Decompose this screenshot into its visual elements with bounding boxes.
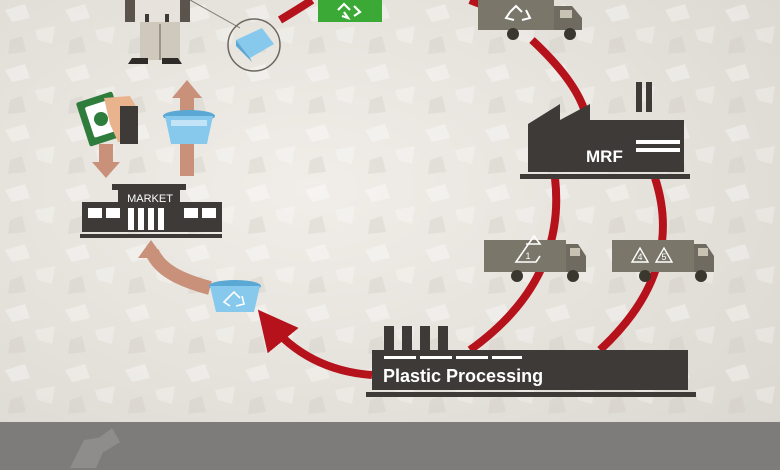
resin-code-4: 4	[637, 252, 642, 262]
cycle-arrow-to-mrf	[529, 37, 589, 114]
cycle-arrow-processing-to-product	[257, 309, 373, 379]
diagram-canvas: MARKET MRF 1 4 5	[0, 0, 780, 422]
mrf-label: MRF	[586, 147, 623, 166]
market-building-icon: MARKET	[80, 184, 222, 238]
resin-code-5: 5	[661, 252, 666, 262]
footer-logo-icon	[70, 428, 120, 468]
recycling-truck-icon-top	[478, 0, 582, 40]
recycled-product-tub-icon	[209, 280, 261, 312]
recycling-truck-icon-left: 1	[484, 234, 586, 282]
resin-code-1: 1	[525, 251, 530, 261]
blue-tub-icon	[163, 110, 215, 144]
footer-bar	[0, 422, 780, 470]
plastic-processing-plant-icon: Plastic Processing	[366, 326, 696, 397]
market-label: MARKET	[127, 193, 173, 205]
cash-hand-icon	[76, 91, 138, 147]
recyclable-container-icon	[227, 18, 281, 72]
mrf-factory-icon: MRF	[520, 82, 690, 179]
consumer-figure-icon	[125, 0, 241, 64]
cycle-arrow-bin-top	[277, 0, 315, 24]
processing-label: Plastic Processing	[383, 366, 543, 386]
recycling-truck-icon-right: 4 5	[612, 240, 714, 282]
green-recycle-bin-icon	[318, 0, 382, 22]
consumer-return-arrowhead	[138, 240, 164, 258]
